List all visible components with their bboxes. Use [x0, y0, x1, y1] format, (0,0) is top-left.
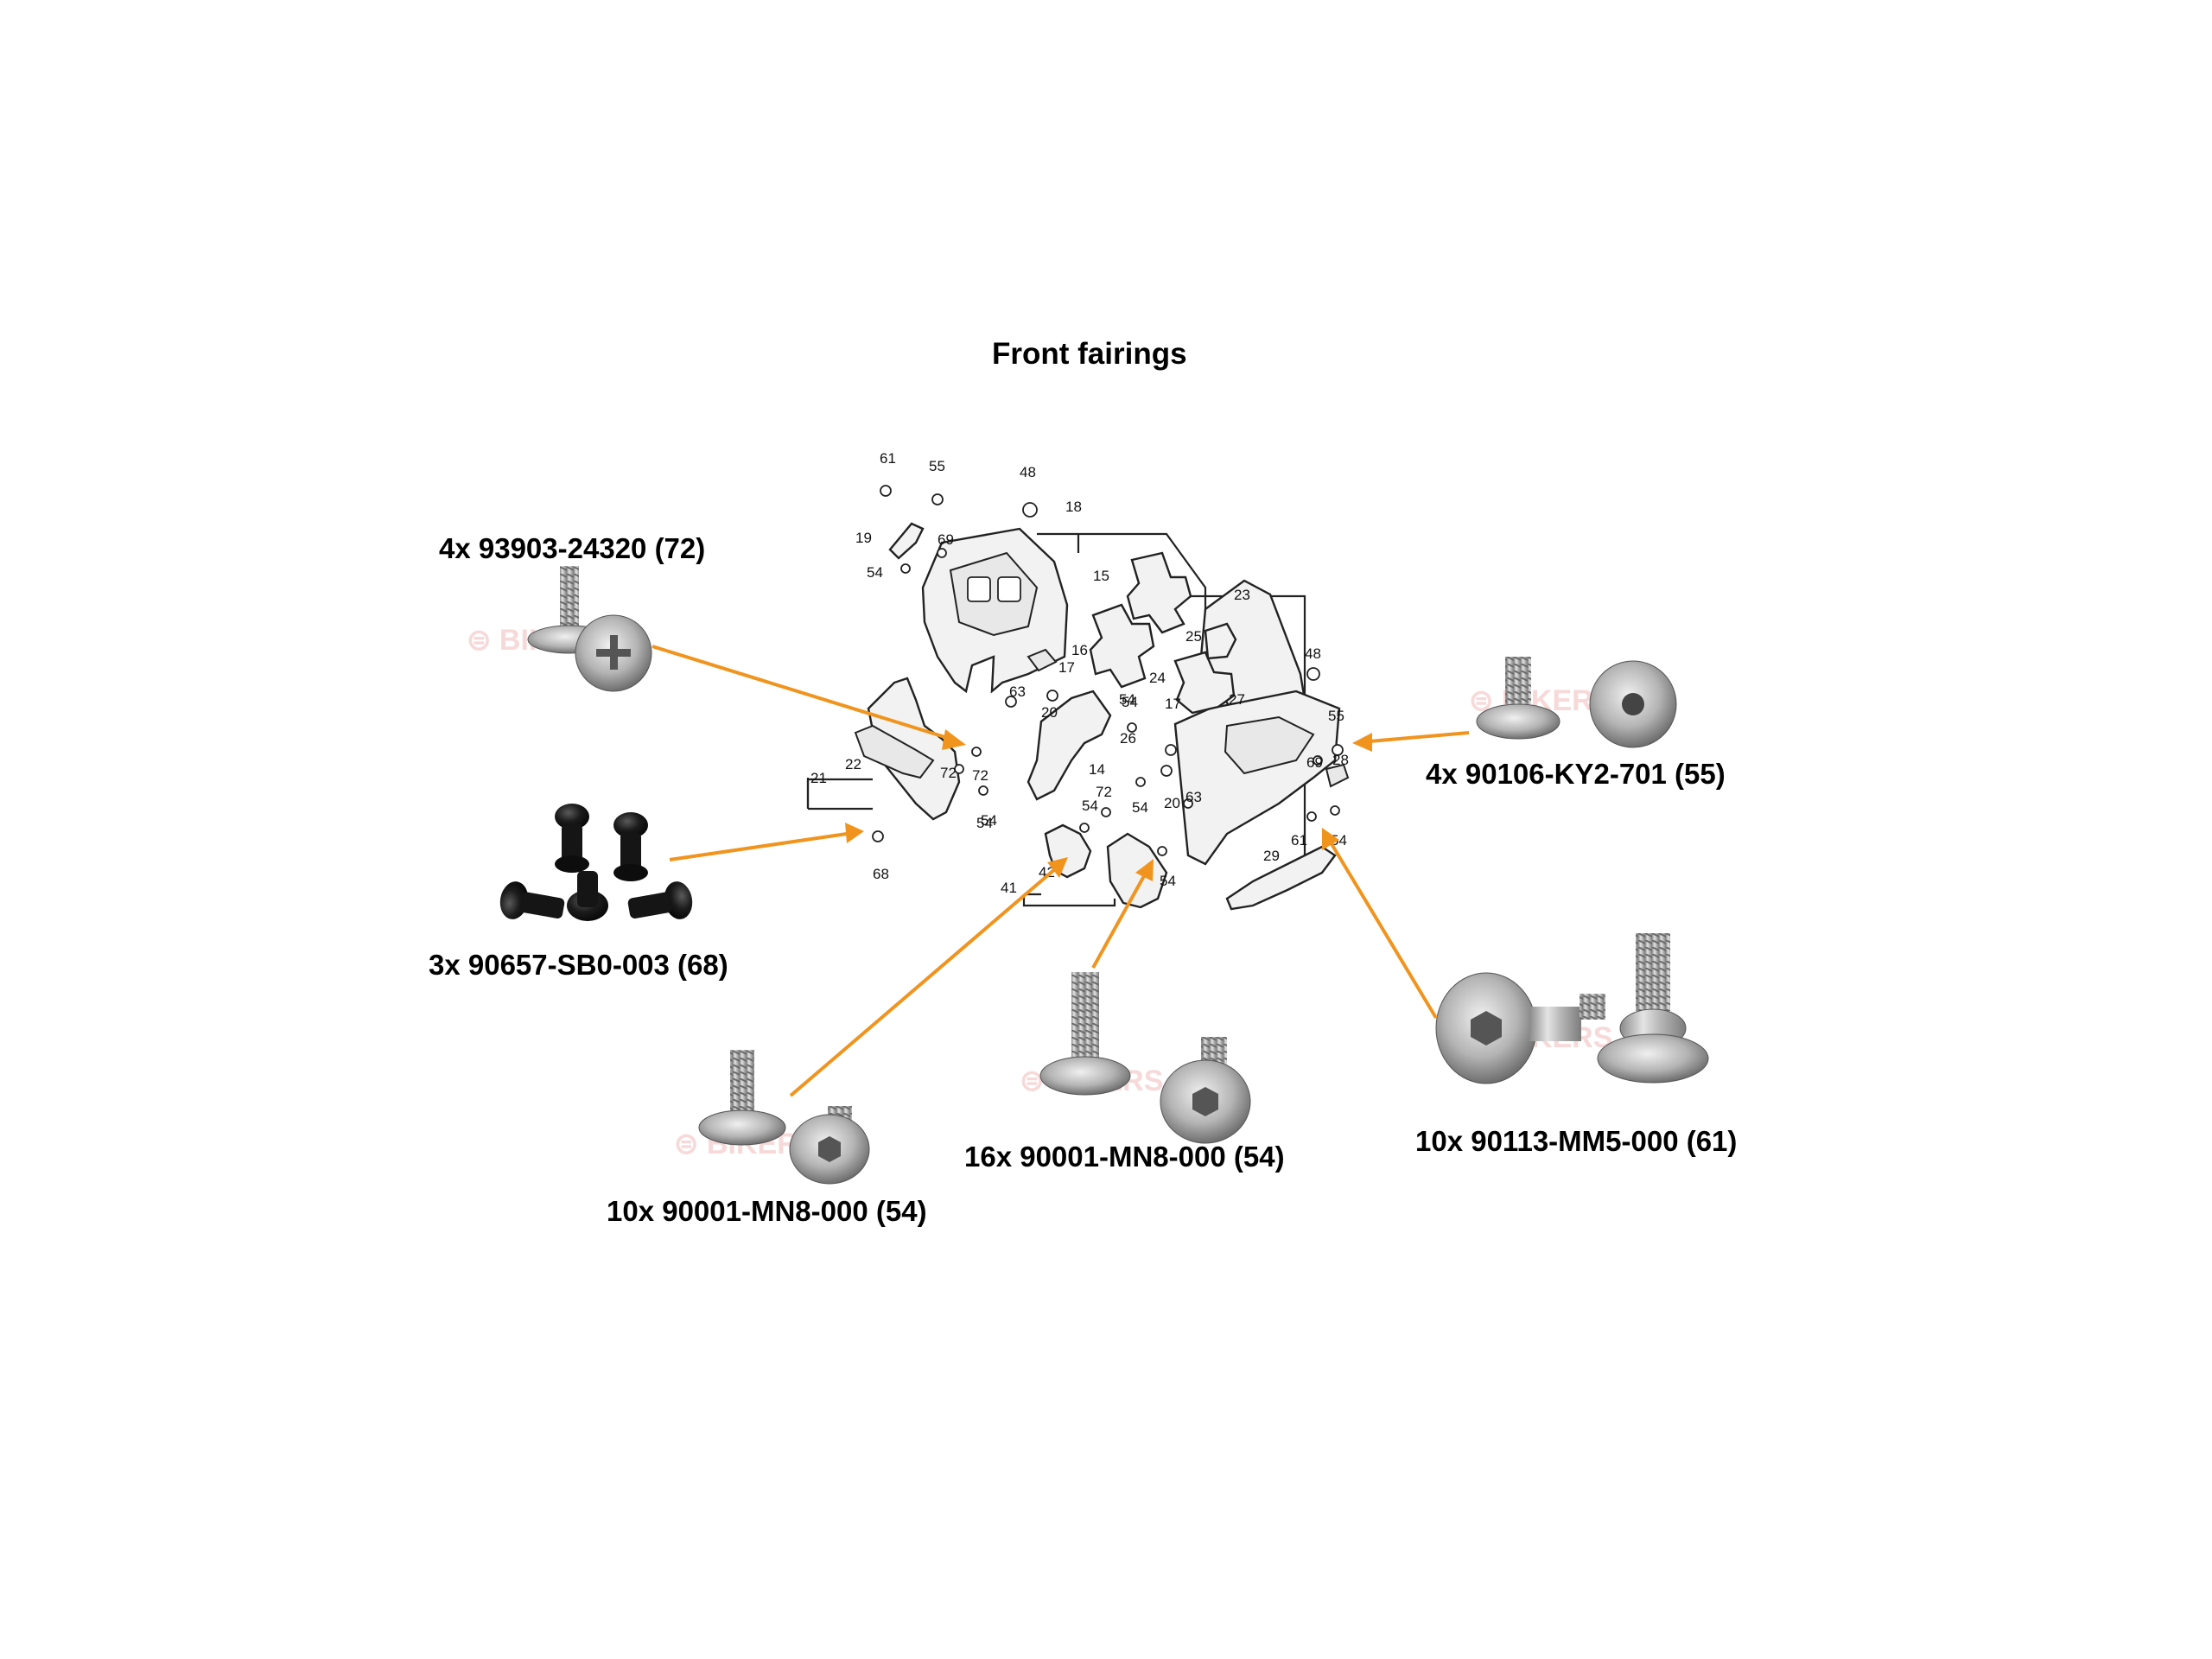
callout-number: 72	[1096, 784, 1112, 800]
caption-93903-24320: 4x 93903-24320 (72)	[439, 532, 706, 564]
arrow-54-16x	[1091, 874, 1147, 969]
callout-number: 26	[1120, 730, 1136, 747]
callout-number: 55	[1328, 708, 1344, 724]
inner-panel-15	[1126, 551, 1192, 634]
lower-strip-29	[1225, 845, 1337, 911]
callout-number: 72	[940, 765, 957, 781]
callout-number: 54	[976, 815, 993, 831]
right-cowl-27	[1173, 690, 1341, 866]
callout-number: 54	[867, 564, 883, 581]
caption-90106-ky2-701: 4x 90106-KY2-701 (55)	[1426, 758, 1726, 790]
arrow-68	[669, 832, 848, 861]
callout-number: 23	[1234, 587, 1250, 603]
callout-number: 18	[1065, 499, 1082, 515]
shoulder-bolt-photo: ⊜ BIKERS	[1435, 933, 1709, 1084]
inner-panel-25	[1204, 622, 1237, 660]
callout-number: 63	[1009, 683, 1026, 700]
callout-number: 54	[1082, 798, 1098, 814]
leader-arrows	[652, 645, 1470, 1097]
caption-90113-mm5-000: 10x 90113-MM5-000 (61)	[1415, 1125, 1738, 1157]
arrow-55	[1369, 731, 1470, 743]
callout-number: 42	[1039, 864, 1055, 880]
callout-number: 48	[1020, 464, 1036, 480]
push-rivet-photo	[499, 804, 693, 921]
bracket-17	[1027, 648, 1058, 672]
group-41-bracket	[1022, 894, 1116, 907]
callout-number: 54	[1119, 691, 1135, 708]
callout-number: 17	[1058, 659, 1075, 676]
callout-number: 41	[1001, 880, 1017, 896]
flange-bolt-photo: ⊜ BIKERS	[1469, 657, 1677, 748]
callout-number: 24	[1149, 670, 1166, 686]
hex-bolt-photo-10x: ⊜ BIKERS	[674, 1050, 870, 1185]
callout-number: 55	[929, 458, 945, 474]
callout-number: 25	[1185, 628, 1202, 645]
callout-number: 16	[1071, 642, 1088, 658]
tapping-screw-photo: ⊜ BIKERS	[467, 566, 652, 692]
clip-28	[1325, 763, 1350, 788]
callout-number: 48	[1305, 645, 1321, 662]
callout-number: 61	[880, 450, 896, 467]
callout-number: 54	[981, 812, 997, 829]
callout-number: 54	[1160, 873, 1176, 889]
hex-bolt-photo-16x: ⊜ BIKERS	[1020, 972, 1251, 1144]
callout-number: 54	[1132, 799, 1148, 816]
inner-panel-24	[1173, 651, 1236, 715]
lower-panel-41	[1106, 832, 1168, 909]
callout-number: 69	[938, 531, 954, 548]
callout-number: 72	[972, 767, 988, 784]
callout-number: 54	[1331, 832, 1347, 849]
fastener-markers	[872, 485, 1344, 856]
callout-number: 17	[1165, 696, 1181, 712]
arrow-72	[652, 645, 951, 741]
inner-panel-16	[1089, 603, 1155, 689]
caption-90001-mn8-000-10x: 10x 90001-MN8-000 (54)	[607, 1195, 927, 1227]
fairing-assembly-drawing	[806, 485, 1350, 911]
diagram-title: Front fairings	[992, 337, 1187, 371]
callout-number: 27	[1229, 691, 1245, 708]
caption-90657-sb0-003: 3x 90657-SB0-003 (68)	[429, 949, 728, 981]
callout-number: 19	[855, 530, 872, 546]
callout-number: 54	[1122, 694, 1138, 710]
callout-number: 29	[1263, 848, 1280, 864]
callout-number: 63	[1185, 789, 1202, 805]
callout-number: 14	[1089, 761, 1105, 778]
callout-number: 15	[1093, 568, 1109, 584]
callout-number: 28	[1332, 752, 1349, 768]
callout-number: 68	[873, 866, 889, 882]
callout-number: 61	[1291, 832, 1307, 849]
callout-number: 20	[1164, 795, 1180, 811]
caption-90001-mn8-000-16x: 16x 90001-MN8-000 (54)	[964, 1141, 1285, 1173]
arrow-54-10x	[789, 867, 1058, 1097]
side-panel-14	[1027, 690, 1112, 801]
callout-number: 21	[810, 770, 827, 786]
callout-number: 69	[1306, 754, 1323, 771]
callout-number: 20	[1041, 704, 1058, 721]
callout-number: 22	[845, 756, 861, 772]
arrow-61	[1329, 841, 1438, 1020]
bracket-19	[888, 522, 925, 560]
